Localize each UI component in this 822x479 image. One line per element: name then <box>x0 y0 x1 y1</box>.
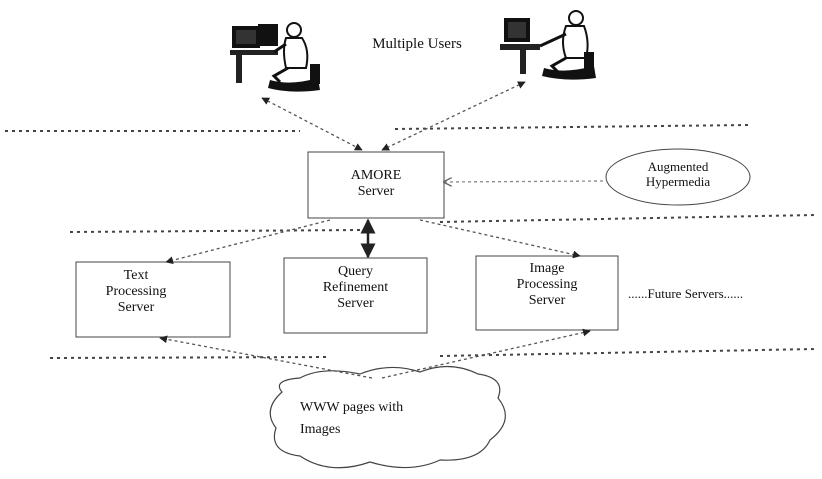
augmented-hypermedia-label: Augmented Hypermedia <box>606 159 750 190</box>
multiple-users-label: Multiple Users <box>372 36 462 52</box>
separator-top-right <box>394 124 751 130</box>
image-server-line1: Image <box>529 261 565 276</box>
text-server-line2: Processing <box>105 284 167 300</box>
arrow-user2-amore <box>381 81 526 151</box>
text-processing-server-label: Text Processing Server <box>76 268 196 316</box>
www-cloud <box>269 365 506 469</box>
text-processing-server-box <box>75 261 231 338</box>
separator-mid-right <box>439 214 816 223</box>
amore-server-box <box>307 151 445 219</box>
augmented-hypermedia-ellipse <box>605 148 751 206</box>
user-at-computer-icon <box>230 22 320 92</box>
augmented-line1: Augmented <box>647 159 709 174</box>
www-pages-label: WWW pages with Images <box>300 400 460 438</box>
query-server-line1: Query <box>338 264 373 279</box>
future-servers-label: ......Future Servers...... <box>628 286 744 301</box>
user-connections <box>261 81 526 151</box>
arrow-amore-image <box>419 219 581 259</box>
separator-bottom-right <box>439 348 816 357</box>
image-processing-server-box <box>475 255 619 331</box>
amore-server-label: AMORE Server <box>308 168 444 200</box>
image-processing-server-label: Image Processing Server <box>476 261 618 309</box>
arrow-user1-amore <box>261 97 363 151</box>
query-server-line2: Refinement <box>322 280 389 296</box>
separator-mid-left <box>69 229 361 233</box>
www-line1: WWW pages with <box>300 400 404 415</box>
query-refinement-server-box <box>283 257 428 334</box>
query-refinement-server-label: Query Refinement Server <box>284 264 427 312</box>
image-server-line2: Processing <box>516 277 578 293</box>
text-server-line1: Text <box>123 268 149 283</box>
arrow-www-image <box>381 328 591 379</box>
user-at-computer-icon-2 <box>500 10 596 80</box>
augmented-line2: Hypermedia <box>645 173 711 189</box>
amore-server-line2: Server <box>357 184 395 200</box>
arrow-amore-augmented <box>444 181 607 182</box>
server-connections <box>165 219 581 265</box>
separator-lines <box>5 124 816 359</box>
separator-bottom-left <box>49 356 331 359</box>
arrow-amore-text <box>165 219 331 265</box>
amore-server-line1: AMORE <box>350 168 402 183</box>
www-line2: Images <box>300 422 341 438</box>
image-server-line3: Server <box>528 293 566 309</box>
text-server-line3: Server <box>117 300 155 316</box>
query-server-line3: Server <box>337 296 374 312</box>
